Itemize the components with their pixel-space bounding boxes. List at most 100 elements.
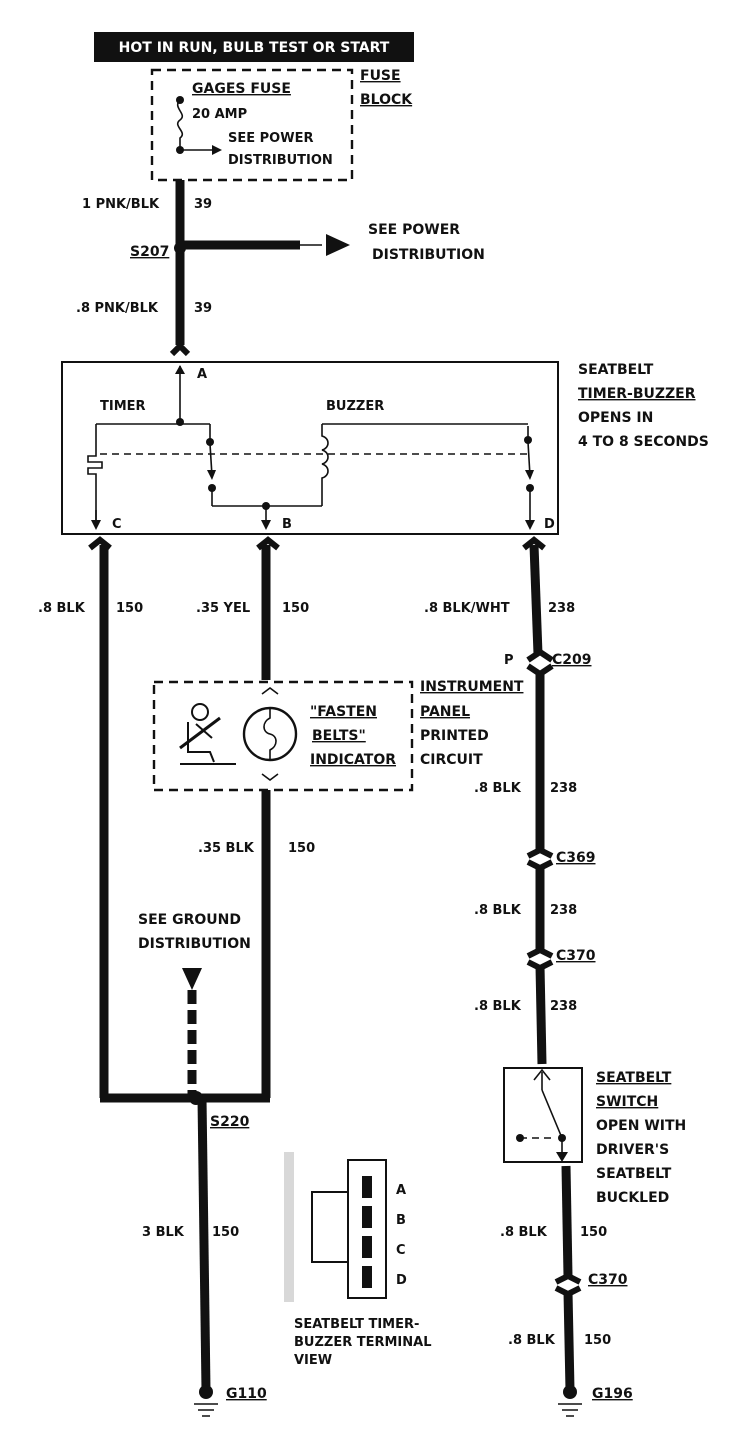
timer-label: TIMER — [100, 399, 146, 414]
wire-d-3-circuit: 238 — [550, 903, 577, 918]
wire-ground-main — [197, 1097, 211, 1391]
terminal-view-letter-a: A — [396, 1183, 406, 1198]
wire-ground-main-gauge: 3 BLK — [142, 1225, 185, 1240]
terminal-view-letter-d: D — [396, 1273, 407, 1288]
gages-fuse-label: GAGES FUSE — [192, 81, 291, 97]
wire-d-2-circuit: 238 — [550, 781, 577, 796]
switch-label-4: DRIVER'S — [596, 1142, 669, 1158]
splice-s220-label: S220 — [210, 1114, 250, 1130]
connector-c209-mark — [526, 648, 554, 678]
terminal-view-shade — [284, 1152, 294, 1302]
terminal-pin-b — [362, 1206, 372, 1228]
wire-d-4 — [535, 965, 547, 1065]
wire-sw-2-circuit: 150 — [584, 1333, 611, 1348]
header-text: HOT IN RUN, BULB TEST OR START — [119, 40, 390, 56]
terminal-pin-c — [362, 1236, 372, 1258]
wire-sw-1-circuit: 150 — [580, 1225, 607, 1240]
wire-b-upper-gauge: .35 YEL — [196, 601, 250, 616]
fuse-block-label-1: FUSE — [360, 68, 401, 84]
terminal-view-letter-c: C — [396, 1243, 406, 1258]
ground-g110-dot — [199, 1385, 213, 1399]
bulb-top-mark — [261, 687, 279, 695]
terminal-pin-a — [362, 1176, 372, 1198]
terminal-b-letter: B — [282, 517, 292, 532]
wire-d-3-gauge: .8 BLK — [474, 903, 522, 918]
wire-d-4-circuit: 238 — [550, 999, 577, 1014]
indicator-label-3: INDICATOR — [310, 752, 396, 768]
connector-c370a-mark — [526, 946, 554, 972]
instrument-panel-label-1: INSTRUMENT — [420, 679, 524, 695]
wire-sw-1 — [561, 1165, 573, 1277]
see-power-2-line-2: DISTRIBUTION — [372, 247, 485, 263]
wire-ground-main-circuit: 150 — [212, 1225, 239, 1240]
switch-label-3: OPEN WITH — [596, 1118, 686, 1134]
bulb-bottom-mark — [261, 773, 279, 781]
seatbelt-switch-box — [503, 1067, 583, 1163]
wire-39-lower-gauge: .8 PNK/BLK — [76, 301, 159, 316]
see-ground-line-2: DISTRIBUTION — [138, 936, 251, 952]
wire-c-circuit: 150 — [116, 601, 143, 616]
see-power-2-line-1: SEE POWER — [368, 222, 460, 238]
wire-d-1-gauge: .8 BLK/WHT — [424, 601, 510, 616]
switch-label-2: SWITCH — [596, 1094, 658, 1110]
switch-label-6: BUCKLED — [596, 1190, 669, 1206]
terminal-view-latch — [311, 1191, 349, 1263]
timer-buzzer-label-2: TIMER-BUZZER — [578, 386, 696, 402]
terminal-view-caption-3: VIEW — [294, 1353, 332, 1368]
seatbelt-person-icon — [179, 703, 236, 765]
timer-buzzer-label-1: SEATBELT — [578, 362, 654, 378]
timer-buzzer-label-4: 4 TO 8 SECONDS — [578, 434, 709, 450]
wire-sw-2 — [563, 1291, 575, 1391]
wire-sw-2-gauge: .8 BLK — [508, 1333, 556, 1348]
wire-c-gauge: .8 BLK — [38, 601, 86, 616]
buzzer-contact-arrow — [525, 470, 534, 480]
wire-d-1-circuit: 238 — [548, 601, 575, 616]
wire-39-lower-circuit: 39 — [194, 301, 212, 316]
terminal-view-letter-b: B — [396, 1213, 406, 1228]
see-ground-line-1: SEE GROUND — [138, 912, 241, 928]
header-banner — [94, 32, 414, 62]
terminal-d-arrow — [525, 520, 535, 530]
connector-c369-label: C369 — [556, 850, 596, 866]
wire-b-lower-circuit: 150 — [288, 841, 315, 856]
indicator-label-1: "FASTEN — [310, 704, 377, 720]
connector-c209-label: C209 — [552, 652, 592, 668]
fuse-see-power-2: DISTRIBUTION — [228, 153, 333, 168]
timer-buzzer-box — [61, 361, 559, 535]
ground-g110-label: G110 — [226, 1386, 267, 1402]
switch-blade-icon — [541, 1089, 563, 1139]
fuse-rating: 20 AMP — [192, 107, 247, 122]
connector-c369-mark — [526, 846, 554, 872]
fuse-branch-arrow-icon — [212, 145, 222, 155]
wire-39-upper-circuit: 39 — [194, 197, 212, 212]
wire-39-upper-gauge: 1 PNK/BLK — [82, 197, 160, 212]
connector-c370b-mark — [554, 1272, 582, 1298]
terminal-a-arrow — [175, 365, 185, 374]
fuse-see-power-1: SEE POWER — [228, 131, 313, 146]
connector-b-mark — [256, 536, 280, 551]
terminal-view-caption-1: SEATBELT TIMER- — [294, 1317, 419, 1332]
switch-label-5: SEATBELT — [596, 1166, 672, 1182]
bulb-filament-icon — [263, 708, 277, 760]
fuse-block-box — [150, 68, 354, 182]
timer-heater-icon — [87, 424, 103, 524]
fuse-block-label-2: BLOCK — [360, 92, 413, 108]
wire-b-upper-circuit: 150 — [282, 601, 309, 616]
buzzer-coil-icon — [321, 424, 329, 506]
buzzer-contact-blade — [527, 426, 531, 477]
wire-d-2-gauge: .8 BLK — [474, 781, 522, 796]
timer-buzzer-label-3: OPENS IN — [578, 410, 653, 426]
indicator-label-2: BELTS" — [312, 728, 366, 744]
terminal-b-arrow — [261, 520, 271, 530]
switch-top-arrow — [533, 1068, 551, 1081]
connector-p-label: P — [504, 653, 514, 668]
switch-bottom-arrow — [556, 1152, 568, 1162]
terminal-c-letter: C — [112, 517, 122, 532]
ground-g196-label: G196 — [592, 1386, 633, 1402]
connector-c370b-label: C370 — [588, 1272, 628, 1288]
wire-sw-1-gauge: .8 BLK — [500, 1225, 548, 1240]
ground-g110-icon — [194, 1403, 218, 1417]
splice-s207-label: S207 — [130, 244, 169, 260]
ground-distribution-arrow-icon — [182, 968, 202, 990]
